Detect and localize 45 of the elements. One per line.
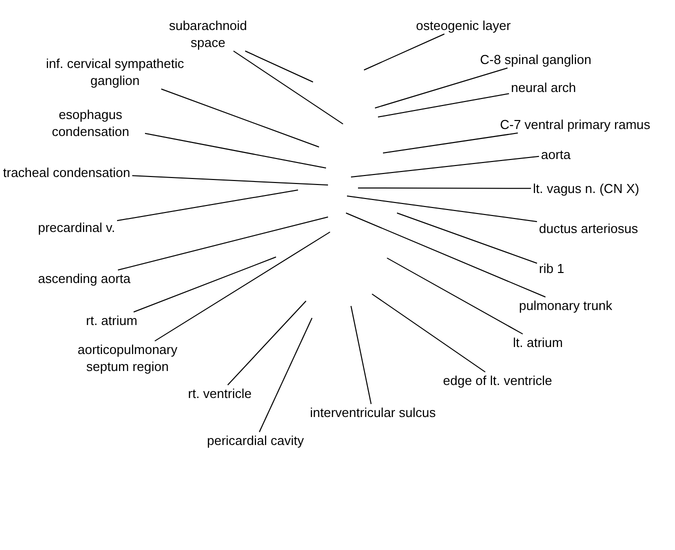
leader-line (358, 188, 532, 189)
part-label: ascending aorta (38, 270, 131, 287)
leader-line (258, 318, 312, 432)
part-label: interventricular sulcus (310, 404, 436, 421)
part-label: neural arch (511, 79, 576, 96)
leader-line (144, 132, 326, 168)
leader-line (364, 34, 445, 70)
part-label: C-8 spinal ganglion (480, 51, 592, 68)
part-label: lt. atrium (513, 334, 563, 351)
part-label: osteogenic layer (416, 17, 511, 34)
leader-line (154, 232, 330, 342)
part-label: pulmonary trunk (519, 297, 612, 314)
leader-line (233, 50, 344, 124)
leader-line (160, 88, 320, 148)
leader-line (378, 93, 510, 118)
leader-line (374, 68, 508, 108)
leader-line (346, 212, 546, 298)
leader-line (382, 132, 518, 154)
part-label: inf. cervical sympathetic ganglion (40, 55, 190, 89)
leader-line (386, 258, 524, 334)
part-label: edge of lt. ventricle (443, 372, 552, 389)
part-label: tracheal condensation (3, 164, 130, 181)
part-label: precardinal v. (38, 219, 116, 236)
leader-line (346, 196, 538, 222)
part-label: aorticopulmonary septum region (70, 341, 185, 375)
leader-line (133, 256, 276, 312)
part-label: rt. ventricle (188, 385, 252, 402)
leader-line (117, 216, 328, 270)
part-label: C-7 ventral primary ramus (500, 116, 650, 133)
leader-line (132, 175, 328, 186)
leader-line (350, 306, 372, 404)
leader-line (116, 190, 298, 222)
leader-line (350, 156, 540, 178)
leader-line (244, 50, 314, 82)
part-label: lt. vagus n. (CN X) (533, 180, 640, 197)
part-label: rt. atrium (86, 312, 138, 329)
leader-line (227, 300, 306, 386)
leader-line (372, 294, 486, 372)
part-label: pericardial cavity (207, 432, 304, 449)
part-label: esophagus condensation (38, 106, 143, 140)
part-label: rib 1 (539, 260, 564, 277)
leader-line (396, 212, 538, 264)
part-label: aorta (541, 146, 571, 163)
part-label: subarachnoid space (168, 17, 248, 51)
part-label: ductus arteriosus (539, 220, 638, 237)
